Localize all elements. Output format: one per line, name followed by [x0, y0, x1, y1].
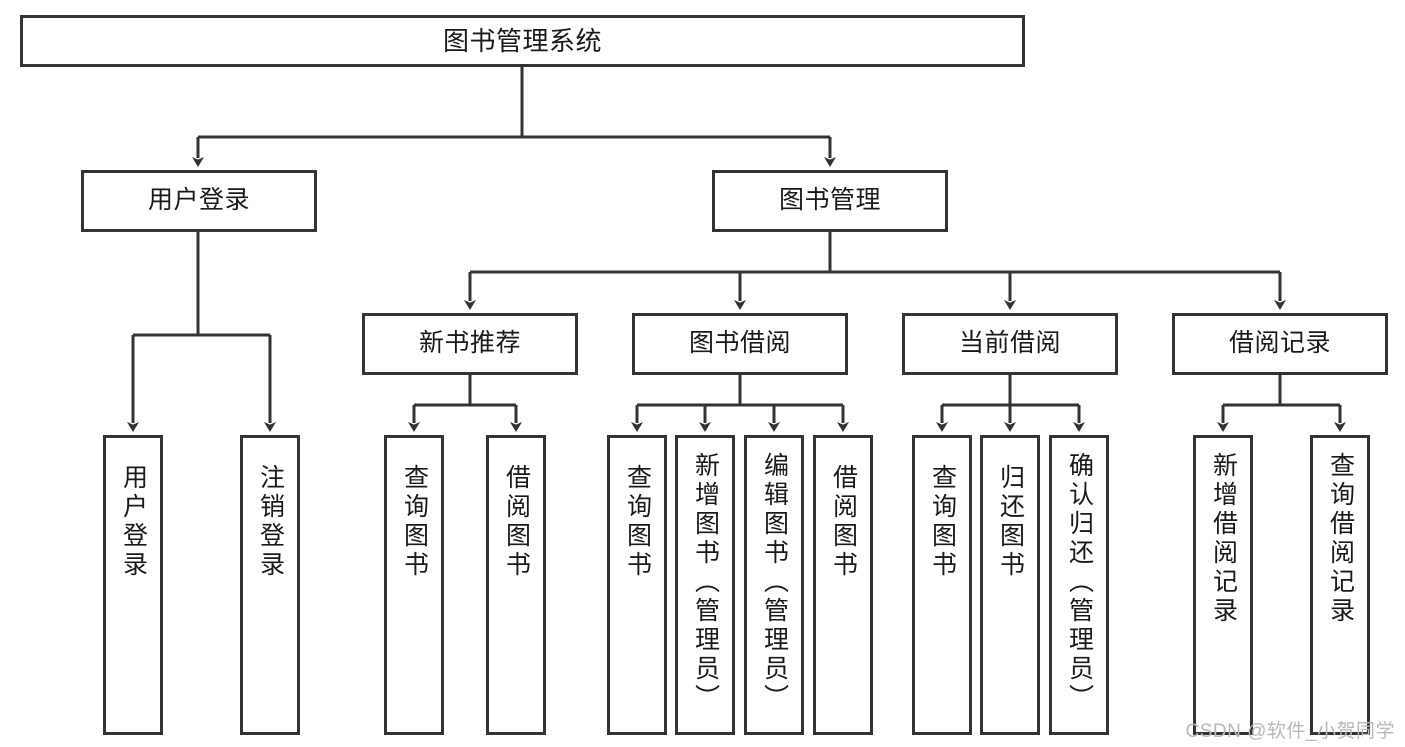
- node-label: 借阅图书: [502, 464, 531, 580]
- node-label: 当前借阅: [958, 329, 1061, 358]
- node-label: 新书推荐: [418, 329, 521, 358]
- watermark: CSDN @软件_小贺同学: [1185, 721, 1395, 742]
- leaf-query-book-current[interactable]: 查询图书: [912, 435, 972, 735]
- node-label: 确认归还（管理员）: [1065, 452, 1094, 713]
- leaf-query-book-borrow[interactable]: 查询图书: [607, 435, 667, 735]
- node-label: 图书管理系统: [442, 25, 602, 56]
- node-label: 用户登录: [119, 464, 148, 580]
- node-label: 注销登录: [256, 464, 285, 580]
- leaf-add-borrow-record[interactable]: 新增借阅记录: [1193, 435, 1253, 735]
- node-borrow-record[interactable]: 借阅记录: [1172, 313, 1388, 375]
- node-label: 查询借阅记录: [1326, 452, 1355, 626]
- node-label: 新增借阅记录: [1209, 452, 1238, 626]
- leaf-edit-book[interactable]: 编辑图书（管理员）: [744, 435, 804, 735]
- leaf-query-book-recommend[interactable]: 查询图书: [384, 435, 444, 735]
- leaf-return-book[interactable]: 归还图书: [980, 435, 1040, 735]
- node-label: 图书管理: [778, 186, 881, 215]
- node-label: 新增图书（管理员）: [691, 452, 720, 713]
- leaf-query-borrow-record[interactable]: 查询借阅记录: [1310, 435, 1370, 735]
- leaf-add-book[interactable]: 新增图书（管理员）: [675, 435, 735, 735]
- node-current-borrow[interactable]: 当前借阅: [902, 313, 1118, 375]
- leaf-borrow-book[interactable]: 借阅图书: [813, 435, 873, 735]
- node-book-borrow[interactable]: 图书借阅: [632, 313, 848, 375]
- node-book-management[interactable]: 图书管理: [712, 170, 948, 232]
- node-label: 归还图书: [996, 464, 1025, 580]
- node-label: 借阅记录: [1228, 329, 1331, 358]
- node-root-book-management-system[interactable]: 图书管理系统: [20, 15, 1025, 67]
- leaf-borrow-book-recommend[interactable]: 借阅图书: [486, 435, 546, 735]
- node-label: 编辑图书（管理员）: [760, 452, 789, 713]
- node-label: 查询图书: [623, 464, 652, 580]
- leaf-user-login[interactable]: 用户登录: [103, 435, 163, 735]
- node-label: 借阅图书: [829, 464, 858, 580]
- node-label: 图书借阅: [688, 329, 791, 358]
- node-label: 查询图书: [400, 464, 429, 580]
- leaf-confirm-return[interactable]: 确认归还（管理员）: [1049, 435, 1109, 735]
- node-label: 查询图书: [928, 464, 957, 580]
- leaf-user-logout[interactable]: 注销登录: [240, 435, 300, 735]
- node-label: 用户登录: [147, 186, 250, 215]
- node-user-login[interactable]: 用户登录: [81, 170, 317, 232]
- node-new-book-recommend[interactable]: 新书推荐: [362, 313, 578, 375]
